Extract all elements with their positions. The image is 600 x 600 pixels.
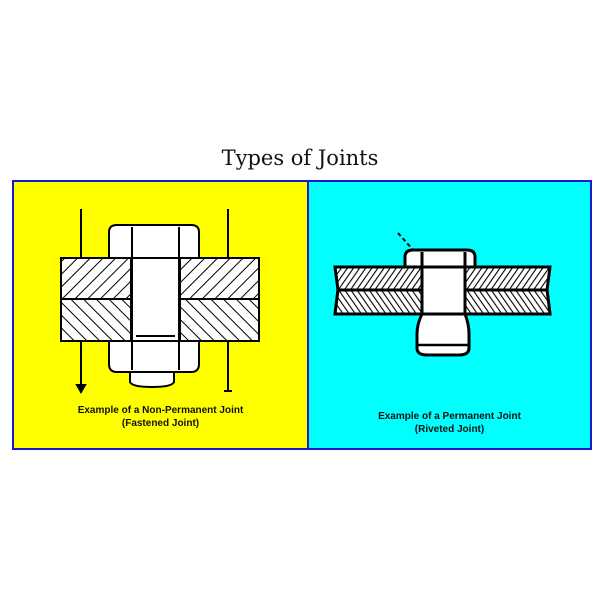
joints-frame: Example of a Non-Permanent Joint (Fasten… (12, 180, 592, 450)
rivet-icon (333, 232, 552, 357)
caption-line-2: (Fastened Joint) (121, 418, 200, 429)
caption-line-2: (Riveted Joint) (414, 424, 485, 435)
caption-line-1: Example of a Permanent Joint (378, 411, 521, 422)
permanent-joint-panel: Example of a Permanent Joint (Riveted Jo… (309, 182, 590, 448)
bolt-and-nut-icon (60, 209, 260, 395)
non-permanent-joint-panel: Example of a Non-Permanent Joint (Fasten… (14, 182, 309, 448)
caption-line-1: Example of a Non-Permanent Joint (77, 405, 244, 416)
diagram-title: Types of Joints (221, 146, 379, 170)
